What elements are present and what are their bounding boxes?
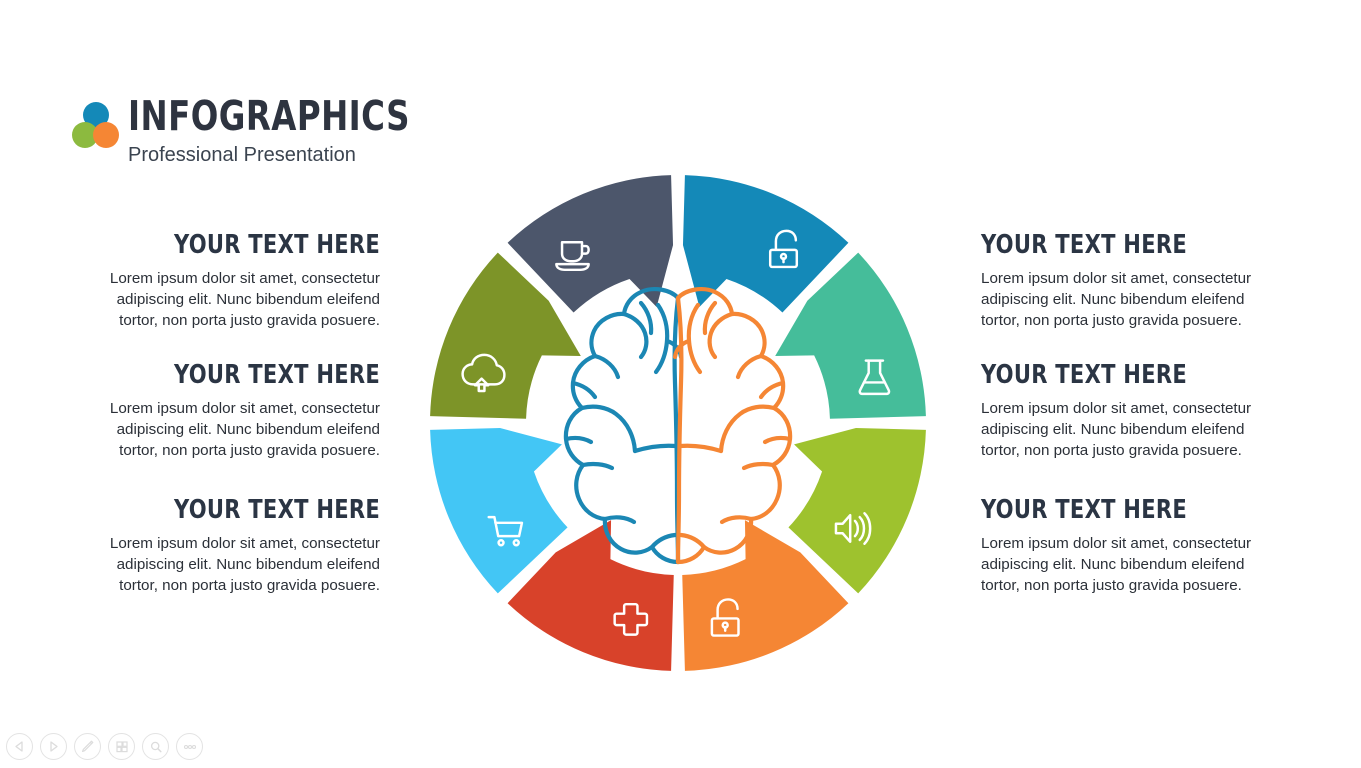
- cloud-upload-icon: [461, 353, 506, 393]
- text-block-heading: YOUR TEXT HERE: [981, 495, 1187, 525]
- brain-right-hemisphere: [675, 287, 793, 565]
- triangle-left-icon: [15, 741, 23, 752]
- segment-unlock-2[interactable]: [682, 520, 849, 671]
- open-padlock-icon: [710, 598, 740, 637]
- brand-logo: INFOGRAPHICS Professional Presentation: [72, 96, 448, 166]
- segment-unlock-1[interactable]: [682, 175, 849, 313]
- brain-left-fold-3: [653, 302, 670, 375]
- text-block-body: Lorem ipsum dolor sit amet, consectetur …: [981, 400, 1252, 459]
- brain-right-fold-9: [719, 515, 754, 525]
- text-block-heading: YOUR TEXT HERE: [174, 230, 380, 260]
- text-block-right-1: YOUR TEXT HERE Lorem ipsum dolor sit ame…: [981, 232, 1271, 332]
- text-block-right-2: YOUR TEXT HERE Lorem ipsum dolor sit ame…: [981, 362, 1271, 462]
- text-block-heading: YOUR TEXT HERE: [174, 360, 380, 390]
- coffee-cup-icon: [555, 241, 590, 272]
- pen-icon: [82, 740, 94, 752]
- presentation-toolbar: [6, 733, 203, 760]
- text-block-left-1: YOUR TEXT HERE Lorem ipsum dolor sit ame…: [90, 232, 380, 332]
- brand-subtitle: Professional Presentation: [128, 144, 356, 166]
- brain-right-fold-11: [758, 380, 786, 400]
- segment-speaker[interactable]: [788, 427, 926, 594]
- pen-button[interactable]: [74, 733, 101, 760]
- brain-right-fold-3: [686, 302, 703, 375]
- play-button[interactable]: [40, 733, 67, 760]
- lab-flask-icon: [858, 359, 891, 396]
- brain-left-fold-2: [638, 300, 654, 336]
- brain-right-median: [675, 295, 684, 565]
- grid-slides-icon: [115, 740, 128, 752]
- text-block-body: Lorem ipsum dolor sit amet, consectetur …: [981, 270, 1252, 329]
- brain-left-fold-5: [592, 353, 621, 380]
- brain-left-hemisphere: [563, 287, 681, 565]
- speaker-volume-icon: [834, 512, 872, 545]
- open-padlock-icon: [768, 229, 799, 269]
- text-block-body: Lorem ipsum dolor sit amet, consectetur …: [109, 535, 380, 594]
- brain-left-fold-1: [621, 311, 649, 360]
- brain-left-fold-6: [579, 404, 638, 454]
- brain-illustration: [563, 287, 793, 565]
- brain-right-fold-2: [702, 300, 718, 336]
- more-button[interactable]: [176, 733, 203, 760]
- segment-medical[interactable]: [507, 520, 674, 671]
- medical-cross-icon: [613, 602, 649, 636]
- brain-left-fold-12: [563, 435, 594, 445]
- slides-button[interactable]: [108, 733, 135, 760]
- circular-infographic-wheel: [420, 168, 936, 678]
- previous-button[interactable]: [6, 733, 33, 760]
- segment-cart[interactable]: [430, 427, 568, 594]
- segment-cloud[interactable]: [430, 252, 581, 419]
- segment-coffee[interactable]: [507, 175, 674, 313]
- wheel-segments: [430, 175, 926, 671]
- three-dots-icon: [183, 744, 196, 749]
- brain-left-fold-8: [580, 461, 615, 471]
- brain-right-fold-12: [762, 435, 793, 445]
- brain-right-fold-5: [735, 353, 764, 380]
- text-block-heading: YOUR TEXT HERE: [981, 360, 1187, 390]
- brain-left-fold-11: [570, 380, 598, 400]
- text-block-left-3: YOUR TEXT HERE Lorem ipsum dolor sit ame…: [90, 497, 380, 597]
- magnifier-icon: [150, 741, 162, 752]
- brain-right-fold-8: [741, 461, 776, 471]
- logo-mark-icon: [72, 102, 119, 152]
- shopping-cart-icon: [487, 515, 524, 547]
- text-block-left-2: YOUR TEXT HERE Lorem ipsum dolor sit ame…: [90, 362, 380, 462]
- brain-right-fold-1: [707, 311, 735, 360]
- text-block-heading: YOUR TEXT HERE: [981, 230, 1187, 260]
- brain-left-fold-7: [632, 443, 679, 454]
- search-button[interactable]: [142, 733, 169, 760]
- brand-title: INFOGRAPHICS: [128, 92, 410, 140]
- brain-left-fold-9: [602, 515, 637, 525]
- text-block-heading: YOUR TEXT HERE: [174, 495, 380, 525]
- text-block-body: Lorem ipsum dolor sit amet, consectetur …: [109, 400, 380, 459]
- brain-right-fold-6: [718, 404, 777, 454]
- logo-dot-orange-icon: [93, 122, 119, 148]
- text-block-right-3: YOUR TEXT HERE Lorem ipsum dolor sit ame…: [981, 497, 1271, 597]
- brain-right-fold-7: [677, 443, 724, 454]
- brain-left-fold-10: [649, 532, 678, 550]
- triangle-right-icon: [50, 741, 58, 752]
- brain-right-fold-10: [678, 532, 707, 550]
- segment-flask[interactable]: [775, 252, 926, 419]
- wheel-icons: [461, 229, 891, 637]
- text-block-body: Lorem ipsum dolor sit amet, consectetur …: [109, 270, 380, 329]
- text-block-body: Lorem ipsum dolor sit amet, consectetur …: [981, 535, 1252, 594]
